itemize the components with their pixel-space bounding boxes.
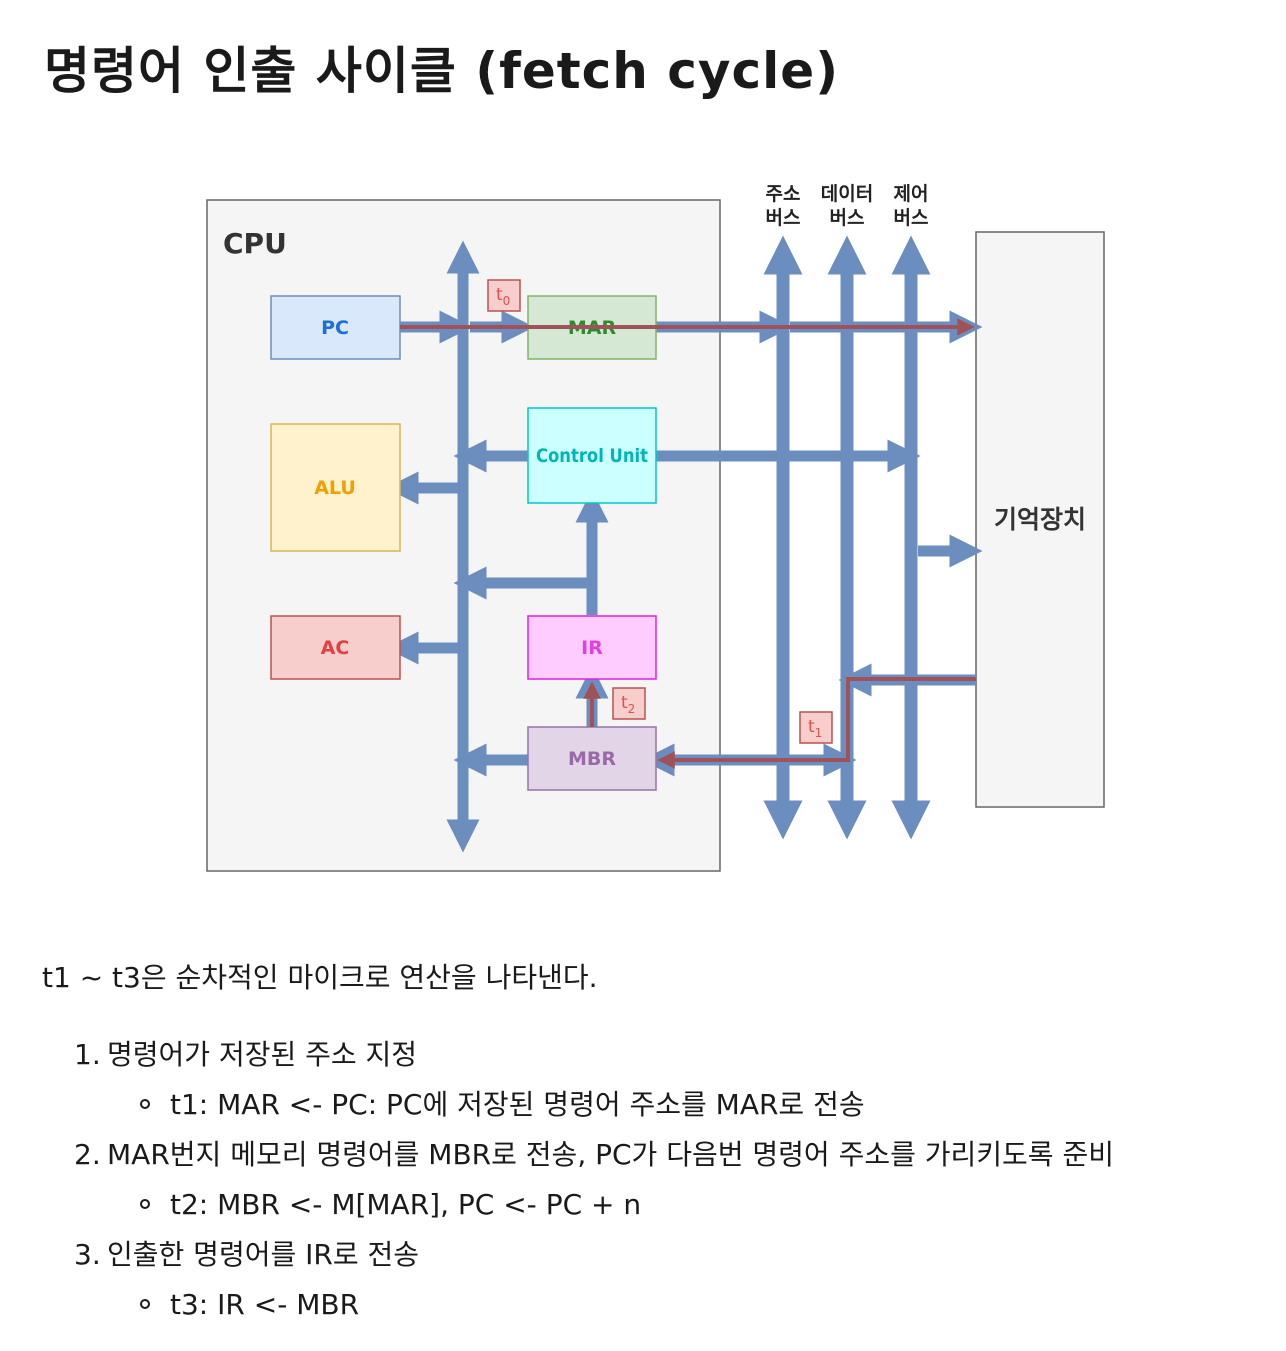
register-pc: PC [270,295,401,360]
svg-text:PC: PC [321,317,349,339]
step-text: 인출한 명령어를 IR로 전송 [107,1238,420,1271]
svg-text:t1: t1 [808,717,822,740]
step-text: 명령어가 저장된 주소 지정 [107,1038,418,1071]
unit-control: Control Unit [527,407,657,504]
sub-item: t3: IR <- MBR [0,1280,1286,1330]
circle-bullet-icon [140,1199,150,1209]
fetch-flow-paths [400,318,976,769]
flow-memory-to-mbr [657,677,976,769]
fetch-cycle-diagram: CPU 기억장치 주소 버스 데이터 버스 제어 버스 [206,183,1105,872]
timing-tag-t2: t2 [612,687,646,720]
register-ac: AC [270,615,401,680]
sub-item-text: t1: MAR <- PC: PC에 저장된 명령어 주소를 MAR로 전송 [170,1088,865,1121]
data-bus-label-line1: 데이터 [821,183,873,205]
step-item: 3. 인출한 명령어를 IR로 전송 t3: IR <- MBR [0,1230,1286,1330]
page-title: 명령어 인출 사이클 (fetch cycle) [44,42,840,100]
sub-item-text: t2: MBR <- M[MAR], PC <- PC + n [170,1188,642,1221]
svg-text:MBR: MBR [568,748,616,770]
step-number: 2. [74,1138,101,1171]
step-text: MAR번지 메모리 명령어를 MBR로 전송, PC가 다음번 명령어 주소를 … [107,1138,1114,1171]
unit-alu: ALU [270,423,401,552]
sub-item-text: t3: IR <- MBR [170,1288,360,1321]
timing-tag-t0: t0 [487,279,521,312]
cpu-label: CPU [223,227,287,260]
intro-text: t1 ~ t3은 순차적인 마이크로 연산을 나타낸다. [42,961,598,994]
control-bus-label-line2: 버스 [894,207,929,229]
svg-text:t0: t0 [496,285,510,308]
svg-text:t2: t2 [621,693,635,716]
control-bus-label-line1: 제어 [894,183,929,205]
address-bus-label-line2: 버스 [766,207,801,229]
step-list: 1. 명령어가 저장된 주소 지정 t1: MAR <- PC: PC에 저장된… [0,1030,1286,1330]
sub-item: t2: MBR <- M[MAR], PC <- PC + n [0,1180,1286,1230]
svg-text:Control Unit: Control Unit [536,445,648,467]
svg-text:IR: IR [581,637,603,659]
address-bus-label-line1: 주소 [766,183,801,205]
step-item: 1. 명령어가 저장된 주소 지정 t1: MAR <- PC: PC에 저장된… [0,1030,1286,1130]
register-mbr: MBR [527,726,657,791]
step-item: 2. MAR번지 메모리 명령어를 MBR로 전송, PC가 다음번 명령어 주… [0,1130,1286,1230]
circle-bullet-icon [140,1099,150,1109]
svg-text:ALU: ALU [314,477,356,499]
step-number: 1. [74,1038,101,1071]
timing-tag-t1: t1 [799,711,833,744]
bus-labels: 주소 버스 데이터 버스 제어 버스 [766,183,929,229]
register-ir: IR [527,615,657,680]
step-number: 3. [74,1238,101,1271]
svg-text:AC: AC [321,637,350,659]
memory-box [975,231,1105,808]
circle-bullet-icon [140,1299,150,1309]
data-bus-label-line2: 버스 [830,207,865,229]
sub-item: t1: MAR <- PC: PC에 저장된 명령어 주소를 MAR로 전송 [0,1080,1286,1130]
memory-label: 기억장치 [994,505,1086,534]
